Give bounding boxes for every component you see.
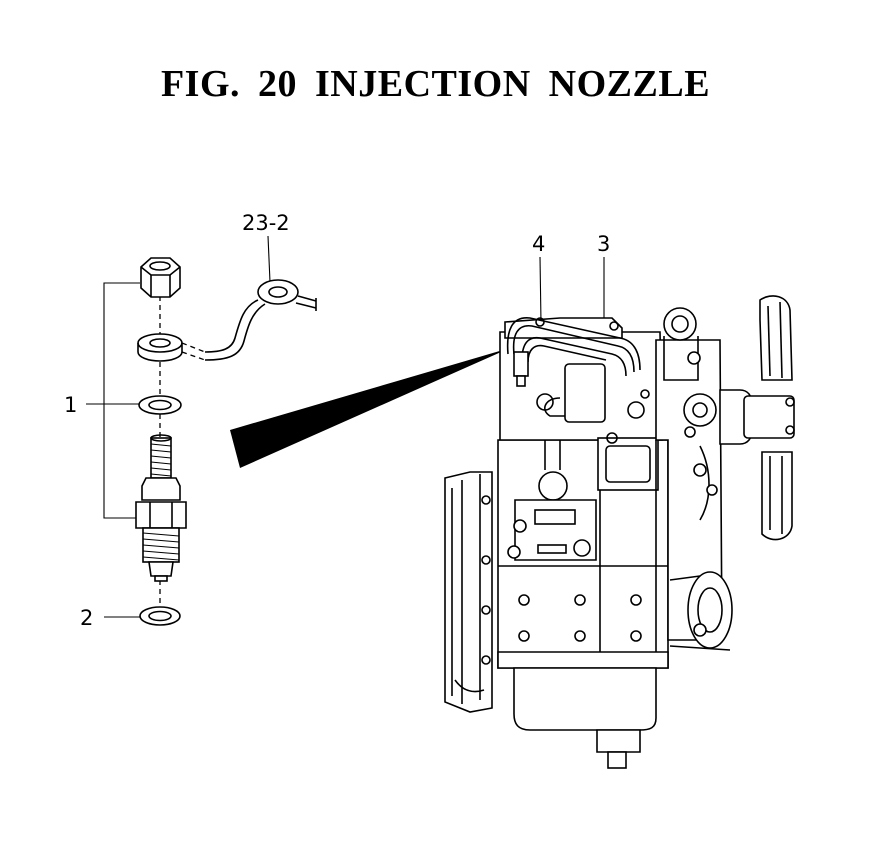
callout-23-2: 23-2 — [242, 211, 290, 235]
injection-pipe-part — [181, 279, 317, 361]
callout-4: 4 — [532, 232, 545, 256]
nozzle-exploded-view — [135, 257, 187, 626]
callout-1: 1 — [64, 393, 77, 417]
hex-nut-part — [140, 257, 181, 298]
figure-title: FIG. 20 INJECTION NOZZLE — [160, 63, 711, 105]
washer-part — [138, 395, 182, 415]
leader-lines — [86, 235, 605, 618]
seal-washer-part — [139, 606, 181, 626]
view-pointer-wedge — [230, 348, 510, 468]
callout-3: 3 — [597, 232, 610, 256]
nozzle-body-part — [135, 434, 187, 582]
engine-assembly — [444, 295, 795, 769]
banjo-fitting-part — [137, 333, 183, 362]
callout-2: 2 — [80, 606, 93, 630]
